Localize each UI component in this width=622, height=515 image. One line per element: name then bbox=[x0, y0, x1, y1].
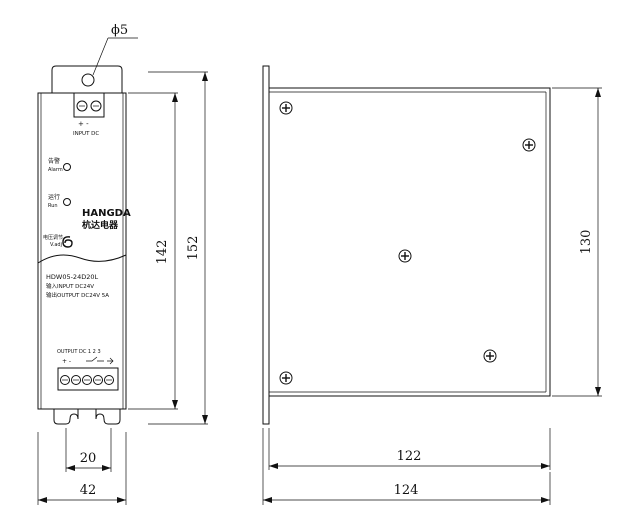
dim-124-arrow-right bbox=[541, 497, 550, 503]
output-spec: 输出OUTPUT DC24V 5A bbox=[46, 291, 109, 299]
vadj-label-cn: 电压调节 bbox=[43, 234, 63, 241]
input-label: INPUT DC bbox=[73, 131, 99, 137]
brand-name-en: HANGDA bbox=[82, 208, 131, 219]
run-label-cn: 运行 bbox=[48, 193, 60, 201]
height-152-label: 152 bbox=[186, 236, 201, 261]
height-142-label: 142 bbox=[155, 240, 170, 265]
side-screw-5-icon bbox=[279, 371, 293, 385]
mounting-hole bbox=[81, 73, 95, 87]
vadj-label-en: V.adj bbox=[50, 242, 62, 248]
dim-42-arrow-left bbox=[38, 497, 47, 503]
side-screw-1-icon bbox=[279, 101, 293, 115]
dim-152-arrow-top bbox=[202, 72, 208, 81]
dim-130-arrow-top bbox=[595, 88, 601, 97]
run-label-en: Run bbox=[48, 203, 58, 209]
input-terminal-block bbox=[73, 92, 105, 118]
side-mounting-plate bbox=[262, 65, 270, 425]
bottom-foot-left bbox=[53, 409, 79, 425]
hole-diameter-label: ϕ5 bbox=[111, 23, 128, 38]
dim-130-arrow-bottom bbox=[595, 387, 601, 396]
relay-contact-icon bbox=[107, 357, 114, 365]
dim-124-arrow-left bbox=[263, 497, 272, 503]
model-number: HDW05-24D20L bbox=[46, 273, 98, 281]
dim-42-arrow-right bbox=[117, 497, 126, 503]
front-view: ϕ5 + - INPUT DC 告警 Alarm 运行 Run HANGDA 杭… bbox=[37, 23, 208, 505]
side-screw-3-icon bbox=[398, 249, 412, 263]
input-screw-plus-icon bbox=[76, 100, 88, 112]
input-spec: 输入INPUT DC24V bbox=[46, 282, 94, 290]
height-130-label: 130 bbox=[579, 230, 594, 255]
side-screw-4-icon bbox=[483, 349, 497, 363]
depth-124-label: 124 bbox=[394, 483, 419, 498]
relay-switch-icon bbox=[86, 356, 104, 362]
dim-142-arrow-bottom bbox=[172, 400, 178, 409]
output-screw-5-icon bbox=[104, 375, 114, 385]
output-terminal-signs: + - bbox=[62, 358, 71, 365]
output-screw-1-icon bbox=[60, 375, 70, 385]
side-view: 130 122 124 bbox=[262, 65, 602, 505]
width-42-label: 42 bbox=[80, 483, 97, 498]
dim-122-arrow-left bbox=[269, 463, 278, 469]
input-terminal-signs: + - bbox=[78, 120, 89, 128]
width-20-label: 20 bbox=[80, 451, 97, 466]
dim-152-arrow-bottom bbox=[202, 415, 208, 424]
input-screw-minus-icon bbox=[90, 100, 102, 112]
output-screw-2-icon bbox=[71, 375, 81, 385]
alarm-label-en: Alarm bbox=[48, 167, 63, 173]
bottom-foot-right bbox=[95, 409, 121, 425]
dim-142-arrow-top bbox=[172, 93, 178, 102]
hole-leader-line bbox=[92, 37, 109, 76]
output-screw-4-icon bbox=[93, 375, 103, 385]
depth-122-label: 122 bbox=[397, 449, 422, 464]
output-screws bbox=[60, 375, 114, 385]
dim-20-arrow-right bbox=[102, 465, 111, 471]
dim-20-arrow-left bbox=[66, 465, 75, 471]
panel-wave-divider bbox=[37, 254, 127, 264]
potentiometer-icon[interactable] bbox=[62, 236, 73, 248]
run-led-icon bbox=[63, 198, 71, 206]
output-header-label: OUTPUT DC 1 2 3 bbox=[57, 349, 101, 355]
output-screw-3-icon bbox=[82, 375, 92, 385]
alarm-led-icon bbox=[63, 163, 71, 171]
side-screw-2-icon bbox=[522, 138, 536, 152]
brand-name-cn: 杭达电器 bbox=[82, 219, 119, 231]
top-mounting-tab bbox=[51, 65, 123, 93]
dim-122-arrow-right bbox=[541, 463, 550, 469]
alarm-label-cn: 告警 bbox=[48, 157, 60, 165]
side-body-outline bbox=[268, 87, 551, 397]
output-terminal-block bbox=[57, 367, 119, 391]
